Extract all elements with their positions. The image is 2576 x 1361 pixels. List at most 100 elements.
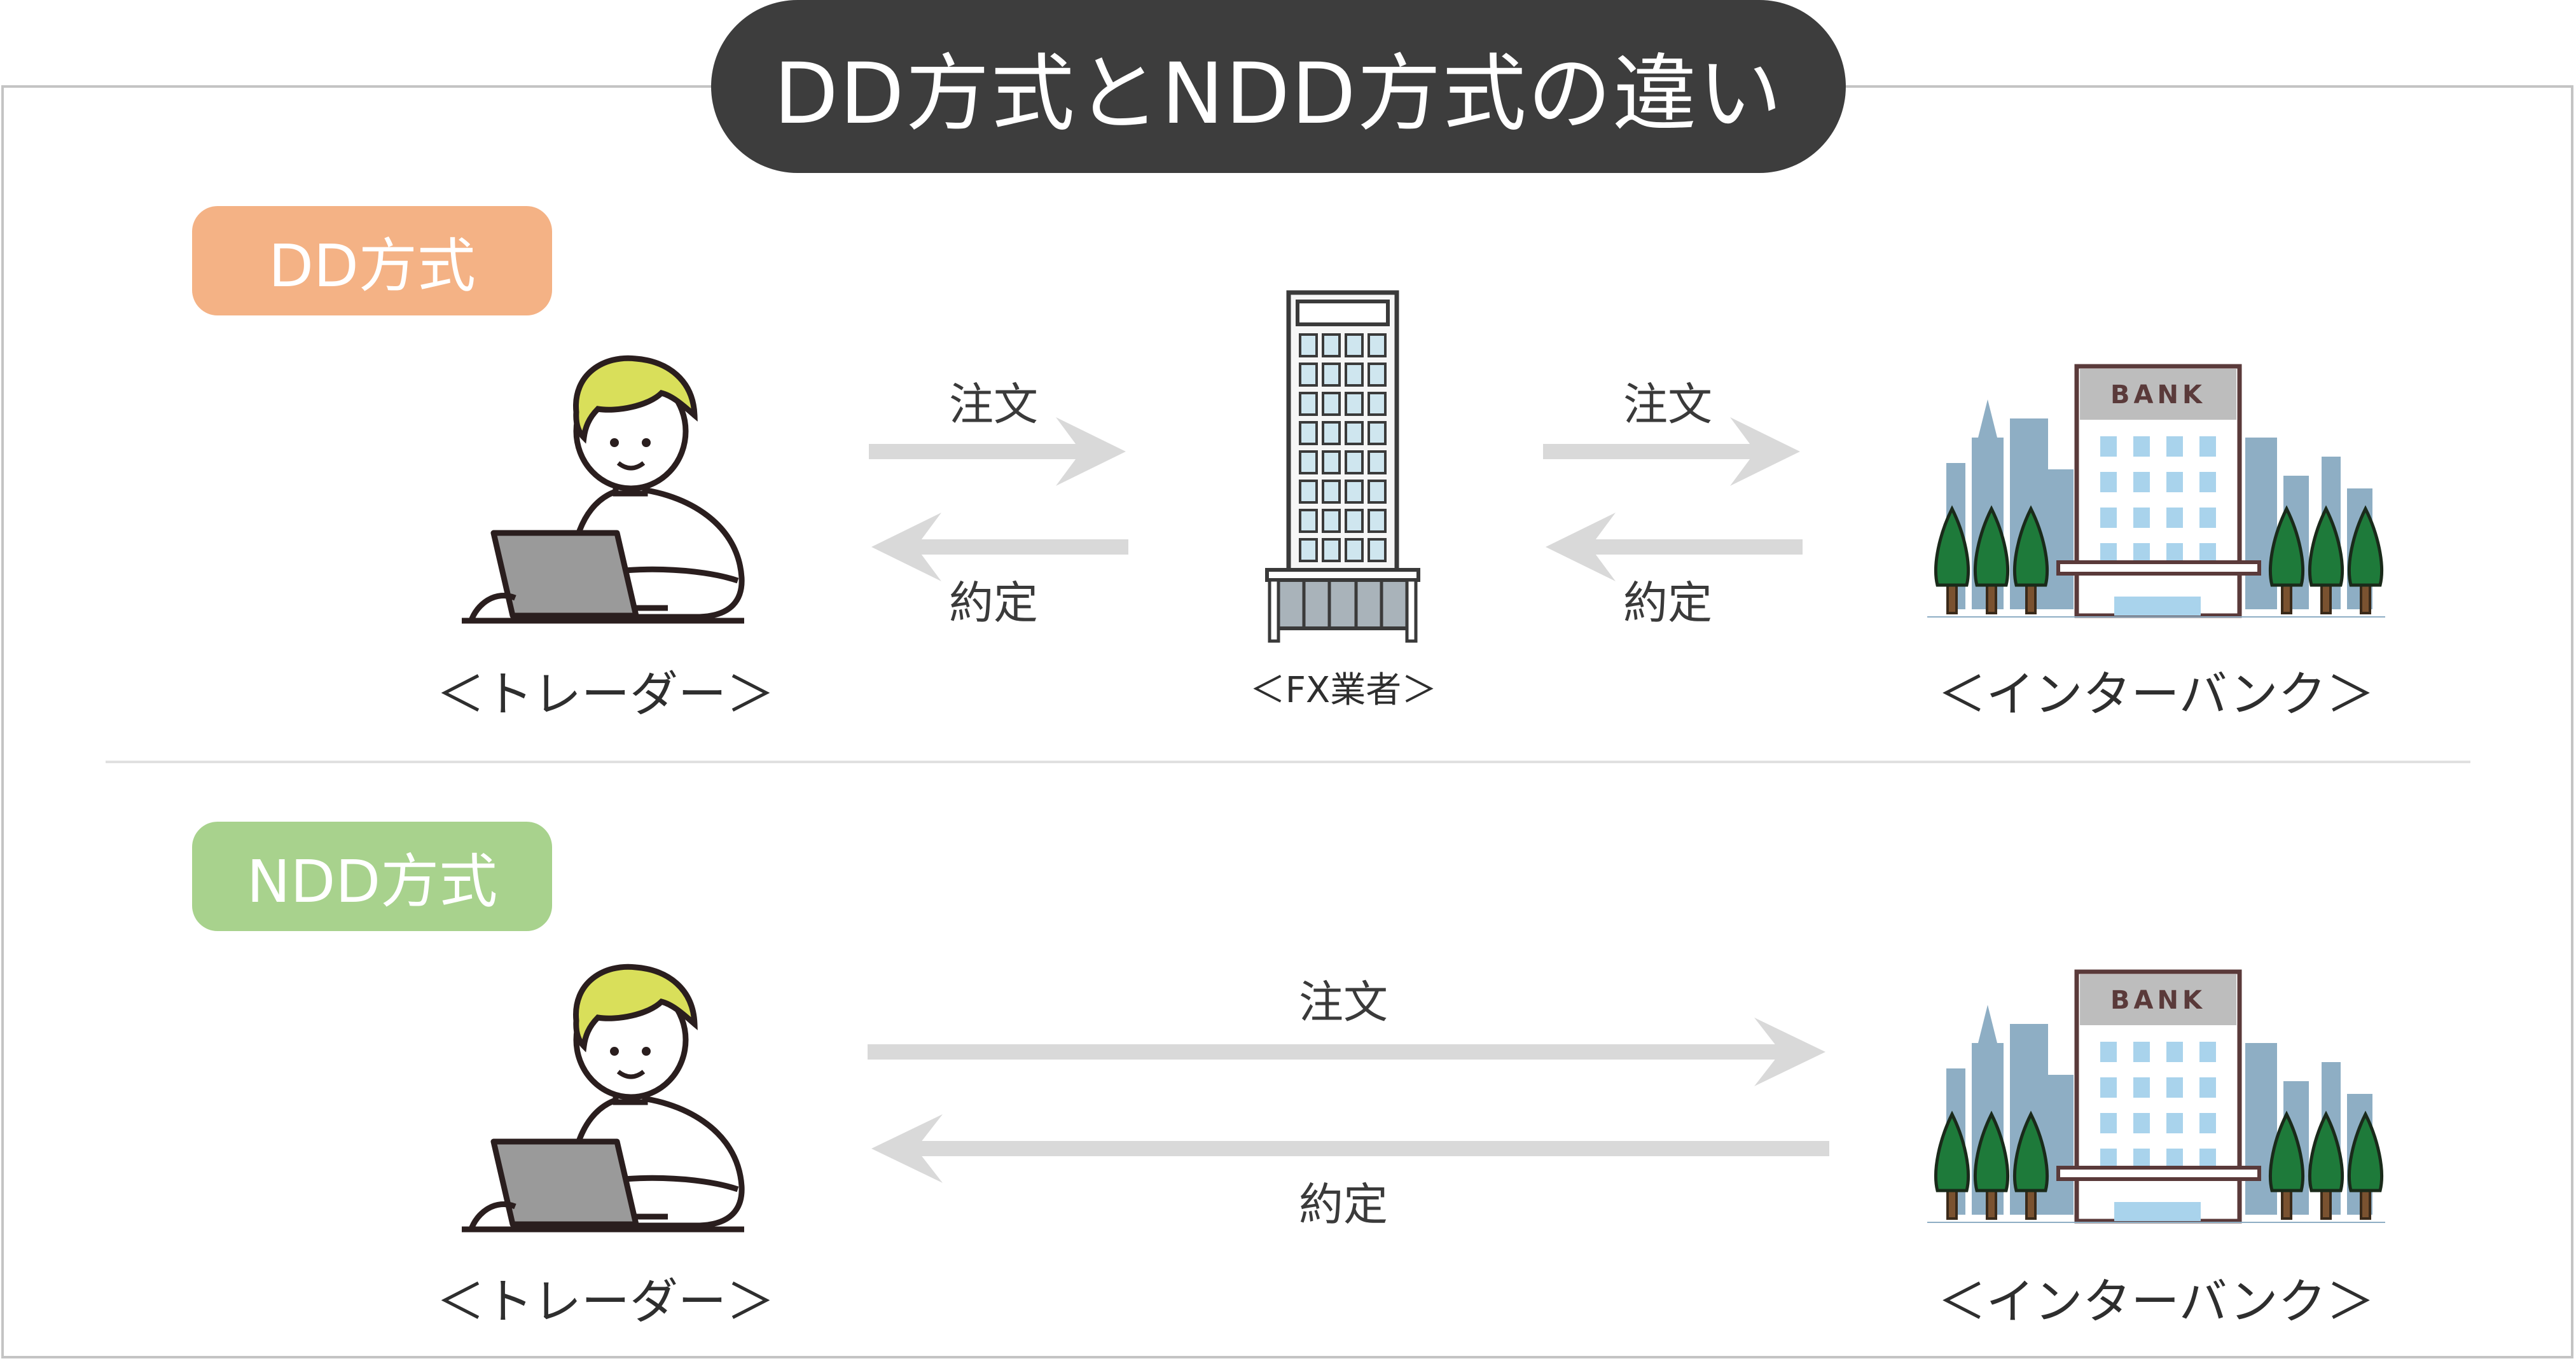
building-window (1368, 450, 1387, 474)
building-window (1299, 480, 1318, 504)
bank-window (2133, 508, 2150, 528)
building-window (1322, 450, 1341, 474)
building-window (1299, 392, 1318, 416)
interbank-bank-icon: BANK (1927, 364, 2385, 618)
bank-window (2166, 543, 2183, 563)
diagram-title: DD方式とNDD方式の違い (711, 0, 1846, 173)
tree (2308, 505, 2344, 587)
bank-window (2100, 1149, 2117, 1169)
bank-window (2166, 472, 2183, 492)
dd-order-label-2: 注文 (1623, 378, 1712, 431)
bank-window (2166, 1077, 2183, 1098)
bank-canopy (2056, 1166, 2261, 1181)
bank-window (2133, 472, 2150, 492)
bank-window (2100, 1113, 2117, 1133)
bank-window (2133, 543, 2150, 563)
building-window (1368, 480, 1387, 504)
dd-trader-label: ＜トレーダー＞ (436, 666, 775, 722)
city-building (2048, 469, 2074, 609)
section-divider (106, 761, 2470, 763)
bank-window (2166, 436, 2183, 457)
building-window (1322, 333, 1341, 357)
bank-window (2133, 1113, 2150, 1133)
bank-window (2166, 1113, 2183, 1133)
building-window (1322, 363, 1341, 387)
building-window (1345, 333, 1364, 357)
bank-window (2133, 1042, 2150, 1062)
arrow-right-icon (1543, 417, 1800, 486)
bank-window (2133, 1149, 2150, 1169)
tree (1934, 1110, 1970, 1192)
building-window (1368, 392, 1387, 416)
bank-window (2199, 1113, 2216, 1133)
city-building (2048, 1075, 2074, 1215)
city-spire (1978, 1005, 1997, 1043)
tree (2013, 505, 2049, 587)
bank-window (2199, 508, 2216, 528)
bank-window (2133, 436, 2150, 457)
bank-window (2133, 1077, 2150, 1098)
building-window (1322, 509, 1341, 533)
bank-window (2199, 1149, 2216, 1169)
trader-figure (462, 964, 745, 1233)
bank-window (2199, 543, 2216, 563)
tree (1934, 505, 1970, 587)
tree (2269, 1110, 2304, 1192)
ndd-fill-label: 約定 (1299, 1178, 1388, 1231)
building-window (1299, 333, 1318, 357)
building-window (1322, 392, 1341, 416)
building-window (1368, 333, 1387, 357)
bank-window (2199, 1042, 2216, 1062)
building-window (1345, 363, 1364, 387)
arrow-left-icon (1546, 513, 1803, 581)
building-window (1299, 450, 1318, 474)
dd-fill-label-2: 約定 (1623, 577, 1712, 629)
bank-window (2199, 1077, 2216, 1098)
tree (2308, 1110, 2344, 1192)
building-windows (1299, 333, 1387, 562)
bank-sign-panel (2080, 974, 2236, 1025)
bank-sign-panel (2080, 369, 2236, 420)
tree (2013, 1110, 2049, 1192)
bank-window (2166, 1042, 2183, 1062)
building-window (1345, 480, 1364, 504)
arrow-right-icon (869, 417, 1126, 486)
building-window (1368, 538, 1387, 562)
building-window (1345, 421, 1364, 445)
bank-window (2100, 543, 2117, 563)
bank-window (2100, 1042, 2117, 1062)
building-window (1299, 363, 1318, 387)
building-window (1322, 538, 1341, 562)
city-spire (1978, 399, 1997, 438)
dd-broker-label: ＜FX業者＞ (1249, 670, 1437, 711)
building-window (1299, 421, 1318, 445)
trader-icon (462, 964, 745, 1233)
bank-window (2199, 472, 2216, 492)
bank-window (2100, 436, 2117, 457)
building-window (1299, 538, 1318, 562)
building-window (1299, 509, 1318, 533)
building-window (1368, 363, 1387, 387)
bank-window (2100, 472, 2117, 492)
building-window (1368, 421, 1387, 445)
building-window (1322, 421, 1341, 445)
building-window (1368, 509, 1387, 533)
bank-sign-text: BANK (2110, 986, 2206, 1015)
bank-window (2199, 436, 2216, 457)
bank-door (2114, 597, 2201, 616)
building-window (1322, 480, 1341, 504)
dd-fill-label-1: 約定 (949, 577, 1038, 629)
tree (2348, 1110, 2383, 1192)
ndd-interbank-label: ＜インターバンク＞ (1937, 1273, 2375, 1330)
tree (2348, 505, 2383, 587)
tree (1974, 505, 2009, 587)
ndd-section-badge: NDD方式 (192, 822, 552, 931)
dd-section-badge: DD方式 (192, 206, 552, 315)
building-window (1345, 538, 1364, 562)
bank-canopy (2056, 560, 2261, 576)
trader-icon (462, 355, 745, 624)
bank-window (2100, 1077, 2117, 1098)
ndd-order-label: 注文 (1299, 976, 1388, 1028)
building-window (1345, 450, 1364, 474)
